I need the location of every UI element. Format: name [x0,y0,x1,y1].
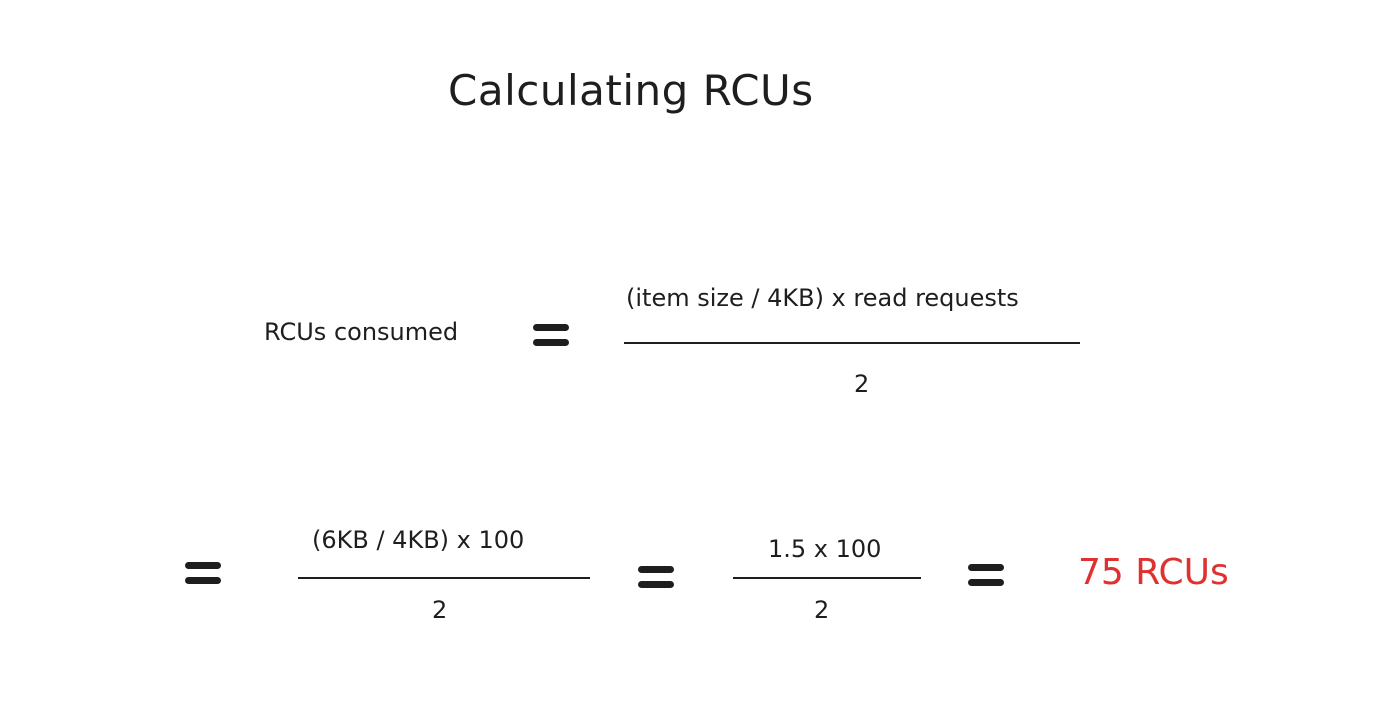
equals-sign-1 [533,324,569,346]
fraction-bar-2 [298,577,590,579]
result-value: 75 RCUs [1078,552,1229,593]
equals-sign-4 [968,564,1004,586]
formula-numerator: (item size / 4KB) x read requests [626,284,1019,312]
equals-sign-3 [638,566,674,588]
step1-numerator: (6KB / 4KB) x 100 [312,526,525,554]
step2-numerator: 1.5 x 100 [768,535,882,563]
fraction-bar-3 [733,577,921,579]
formula-denominator: 2 [854,370,870,398]
formula-lhs: RCUs consumed [264,318,459,346]
equals-sign-2 [185,562,221,584]
diagram-title: Calculating RCUs [448,66,814,115]
step2-denominator: 2 [814,596,830,624]
step1-denominator: 2 [432,596,448,624]
fraction-bar-1 [624,342,1080,344]
